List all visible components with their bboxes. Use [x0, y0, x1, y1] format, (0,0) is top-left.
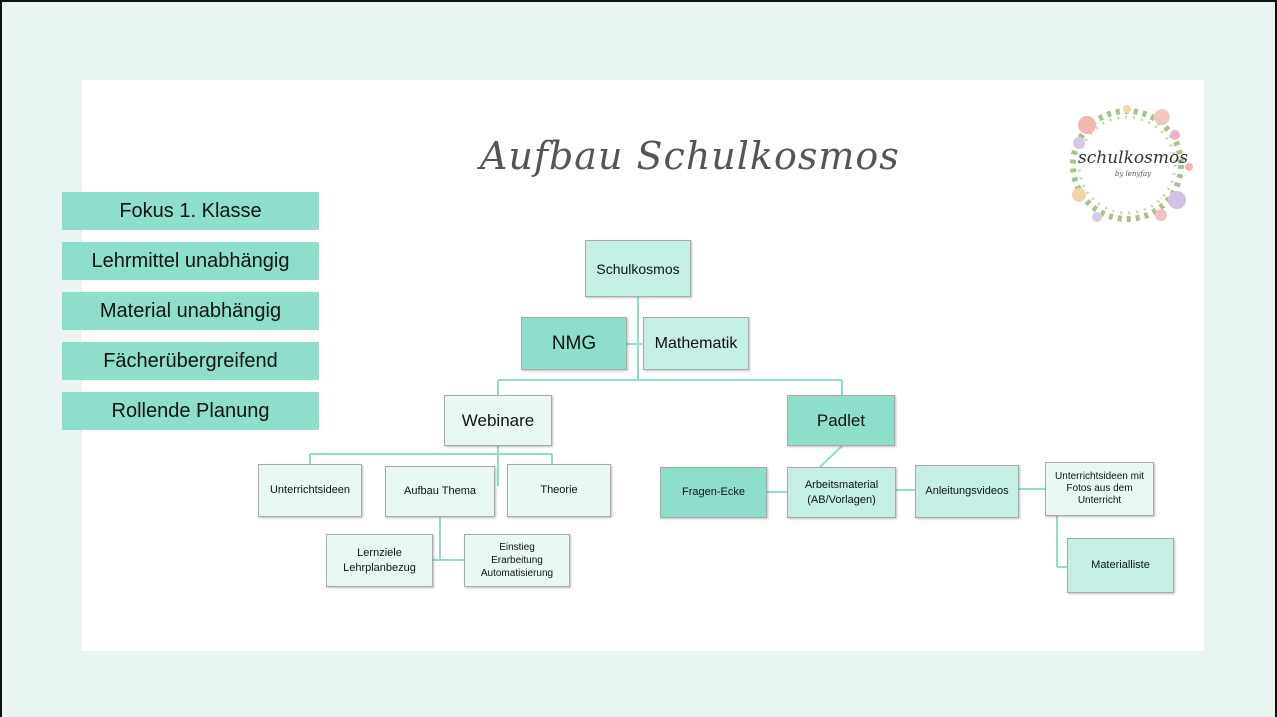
logo-subtext: by lenyfay [1114, 170, 1152, 178]
node-lernziele: Lernziele Lehrplanbezug [326, 534, 433, 587]
node-nmg: NMG [521, 317, 627, 370]
tag-lehrmittel-unabhaengig: Lehrmittel unabhängig [62, 242, 319, 280]
node-unterrichtsideen: Unterrichtsideen [258, 464, 362, 517]
node-schulkosmos: Schulkosmos [585, 240, 691, 297]
tag-fokus-1-klasse: Fokus 1. Klasse [62, 192, 319, 230]
tag-faecheruebergreifend: Fächerübergreifend [62, 342, 319, 380]
tag-material-unabhaengig: Material unabhängig [62, 292, 319, 330]
node-fragen-ecke: Fragen-Ecke [660, 467, 767, 518]
tag-rollende-planung: Rollende Planung [62, 392, 319, 430]
node-unterrichtsphasen: Einstieg Erarbeitung Automatisierung [464, 534, 570, 587]
node-aufbau-thema: Aufbau Thema [385, 466, 495, 517]
node-materialliste: Materialliste [1067, 538, 1174, 593]
logo-text: schulkosmos [1078, 148, 1188, 168]
node-anleitungsvideos: Anleitungsvideos [915, 465, 1019, 518]
flower-wreath-logo [1070, 105, 1193, 222]
node-padlet: Padlet [787, 395, 895, 446]
node-webinare: Webinare [444, 395, 552, 446]
node-unterrichtsideen-fotos: Unterrichtsideen mit Fotos aus dem Unter… [1045, 462, 1154, 516]
node-arbeitsmaterial: Arbeitsmaterial (AB/Vorlagen) [787, 467, 896, 518]
node-mathematik: Mathematik [643, 317, 749, 370]
node-theorie: Theorie [507, 464, 611, 517]
